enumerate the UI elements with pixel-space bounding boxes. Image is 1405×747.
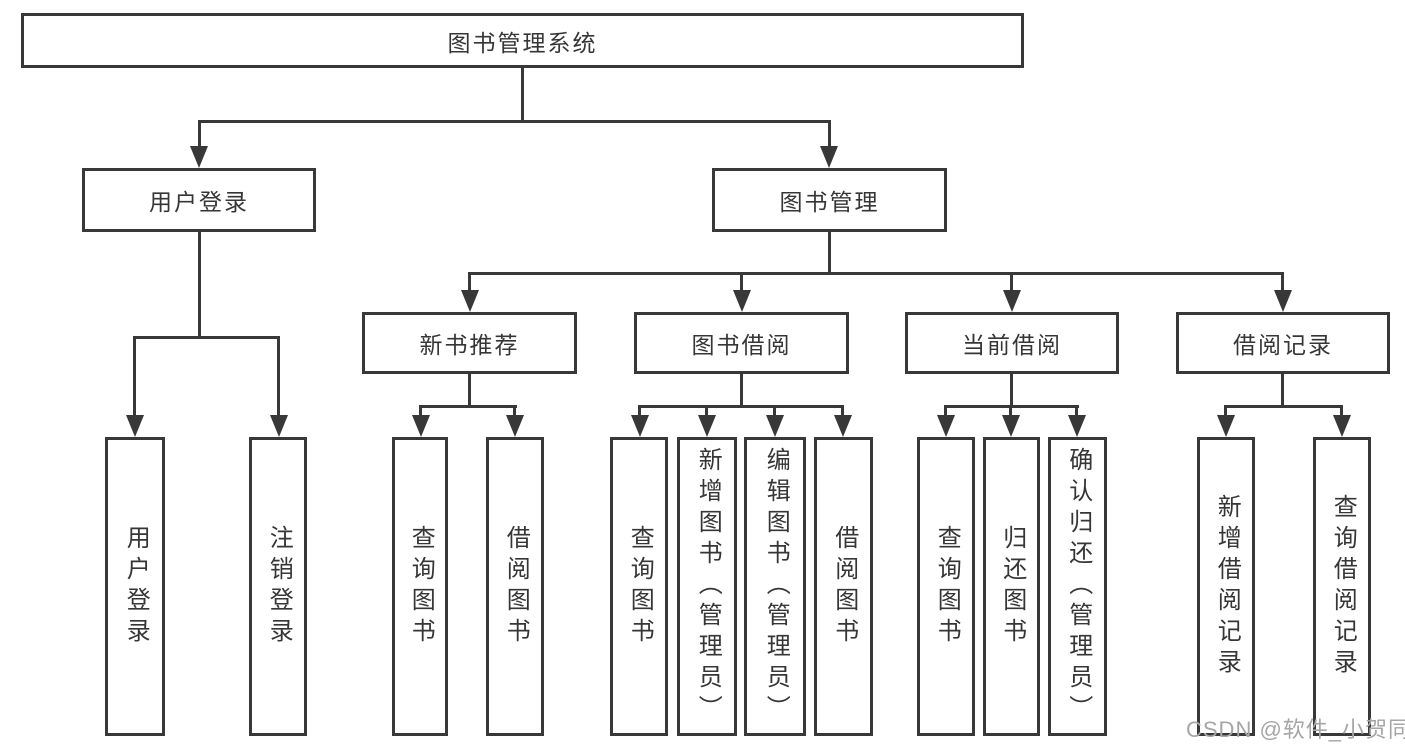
connector-line bbox=[1281, 272, 1284, 292]
node-label: 查询图书 bbox=[626, 524, 654, 649]
node-label: 用户登录 bbox=[122, 524, 150, 649]
connector-line bbox=[419, 405, 517, 408]
node-label: 注销登录 bbox=[265, 524, 293, 649]
connector-line bbox=[1010, 374, 1013, 405]
arrowhead-down-icon bbox=[820, 146, 838, 168]
node-label: 归还图书 bbox=[998, 524, 1026, 649]
node-book-borrow: 图书借阅 bbox=[634, 312, 849, 374]
arrowhead-down-icon bbox=[1333, 415, 1351, 437]
leaf-query-borrow-record: 查询借阅记录 bbox=[1313, 437, 1371, 736]
node-label: 查询借阅记录 bbox=[1329, 493, 1357, 680]
connector-line bbox=[740, 374, 743, 405]
connector-line bbox=[521, 68, 524, 120]
connector-line bbox=[1010, 272, 1013, 292]
node-label: 查询图书 bbox=[933, 524, 961, 649]
arrowhead-down-icon bbox=[698, 415, 716, 437]
connector-line bbox=[638, 405, 844, 408]
connector-line bbox=[773, 405, 776, 417]
leaf-query-books-recommend: 查询图书 bbox=[392, 437, 448, 736]
node-label: 图书管理 bbox=[779, 189, 880, 215]
node-label: 图书管理系统 bbox=[447, 29, 598, 56]
connector-line bbox=[1224, 405, 1343, 408]
connector-line bbox=[133, 336, 136, 417]
connector-line bbox=[198, 120, 831, 123]
connector-line bbox=[134, 336, 280, 339]
connector-line bbox=[513, 405, 516, 417]
node-new-book-recommend: 新书推荐 bbox=[362, 312, 577, 374]
node-user-login: 用户登录 bbox=[82, 168, 316, 232]
connector-line bbox=[705, 405, 708, 417]
arrowhead-down-icon bbox=[126, 415, 144, 437]
arrowhead-down-icon bbox=[412, 415, 430, 437]
arrowhead-down-icon bbox=[1003, 290, 1021, 312]
connector-line bbox=[468, 272, 1284, 275]
node-label: 图书借阅 bbox=[691, 332, 792, 358]
csdn-watermark: CSDN @软件_小贺同学 bbox=[1186, 717, 1405, 742]
connector-line bbox=[841, 405, 844, 417]
leaf-query-books-borrow: 查询图书 bbox=[610, 437, 668, 736]
node-current-borrow: 当前借阅 bbox=[905, 312, 1119, 374]
node-label: 查询图书 bbox=[407, 524, 435, 649]
leaf-user-login: 用户登录 bbox=[105, 437, 165, 736]
node-label: 当前借阅 bbox=[962, 332, 1062, 358]
arrowhead-down-icon bbox=[1002, 415, 1020, 437]
connector-line bbox=[740, 272, 743, 292]
arrowhead-down-icon bbox=[937, 415, 955, 437]
connector-line bbox=[828, 232, 831, 272]
node-label: 新书推荐 bbox=[419, 332, 520, 358]
connector-line bbox=[1224, 405, 1227, 417]
connector-line bbox=[1340, 405, 1343, 417]
node-label: 新增图书（管理员） bbox=[694, 447, 722, 726]
connector-line bbox=[419, 405, 422, 417]
connector-line bbox=[1075, 405, 1078, 417]
node-label: 确认归还（管理员） bbox=[1064, 447, 1092, 726]
connector-line bbox=[944, 405, 947, 417]
arrowhead-down-icon bbox=[733, 290, 751, 312]
node-borrow-records: 借阅记录 bbox=[1176, 312, 1390, 374]
arrowhead-down-icon bbox=[506, 415, 524, 437]
connector-line bbox=[638, 405, 641, 417]
node-root-library-system: 图书管理系统 bbox=[21, 13, 1024, 68]
connector-line bbox=[1281, 374, 1284, 405]
connector-line bbox=[277, 336, 280, 417]
leaf-borrow-books: 借阅图书 bbox=[814, 437, 873, 736]
arrowhead-down-icon bbox=[270, 415, 288, 437]
arrowhead-down-icon bbox=[834, 415, 852, 437]
node-label: 借阅图书 bbox=[502, 524, 530, 649]
arrowhead-down-icon bbox=[1274, 290, 1292, 312]
node-label: 编辑图书（管理员） bbox=[762, 447, 790, 726]
node-book-management: 图书管理 bbox=[712, 168, 947, 232]
arrowhead-down-icon bbox=[766, 415, 784, 437]
connector-line bbox=[198, 120, 201, 148]
leaf-add-books-admin: 新增图书（管理员） bbox=[677, 437, 737, 736]
connector-line bbox=[828, 120, 831, 148]
node-label: 借阅记录 bbox=[1233, 332, 1333, 358]
leaf-borrow-books-recommend: 借阅图书 bbox=[486, 437, 544, 736]
leaf-return-books: 归还图书 bbox=[983, 437, 1040, 736]
node-label: 新增借阅记录 bbox=[1213, 493, 1241, 680]
leaf-add-borrow-record: 新增借阅记录 bbox=[1197, 437, 1255, 736]
connector-line bbox=[468, 272, 471, 292]
node-label: 用户登录 bbox=[149, 189, 249, 215]
connector-line bbox=[1009, 405, 1012, 417]
arrowhead-down-icon bbox=[1068, 415, 1086, 437]
leaf-confirm-return-admin: 确认归还（管理员） bbox=[1048, 437, 1107, 736]
connector-line bbox=[198, 232, 201, 336]
leaf-edit-books-admin: 编辑图书（管理员） bbox=[744, 437, 806, 736]
leaf-logout: 注销登录 bbox=[249, 437, 307, 736]
node-label: 借阅图书 bbox=[830, 524, 858, 649]
arrowhead-down-icon bbox=[631, 415, 649, 437]
arrowhead-down-icon bbox=[461, 290, 479, 312]
arrowhead-down-icon bbox=[1217, 415, 1235, 437]
connector-line bbox=[468, 374, 471, 405]
leaf-query-books-current: 查询图书 bbox=[917, 437, 975, 736]
arrowhead-down-icon bbox=[190, 146, 208, 168]
